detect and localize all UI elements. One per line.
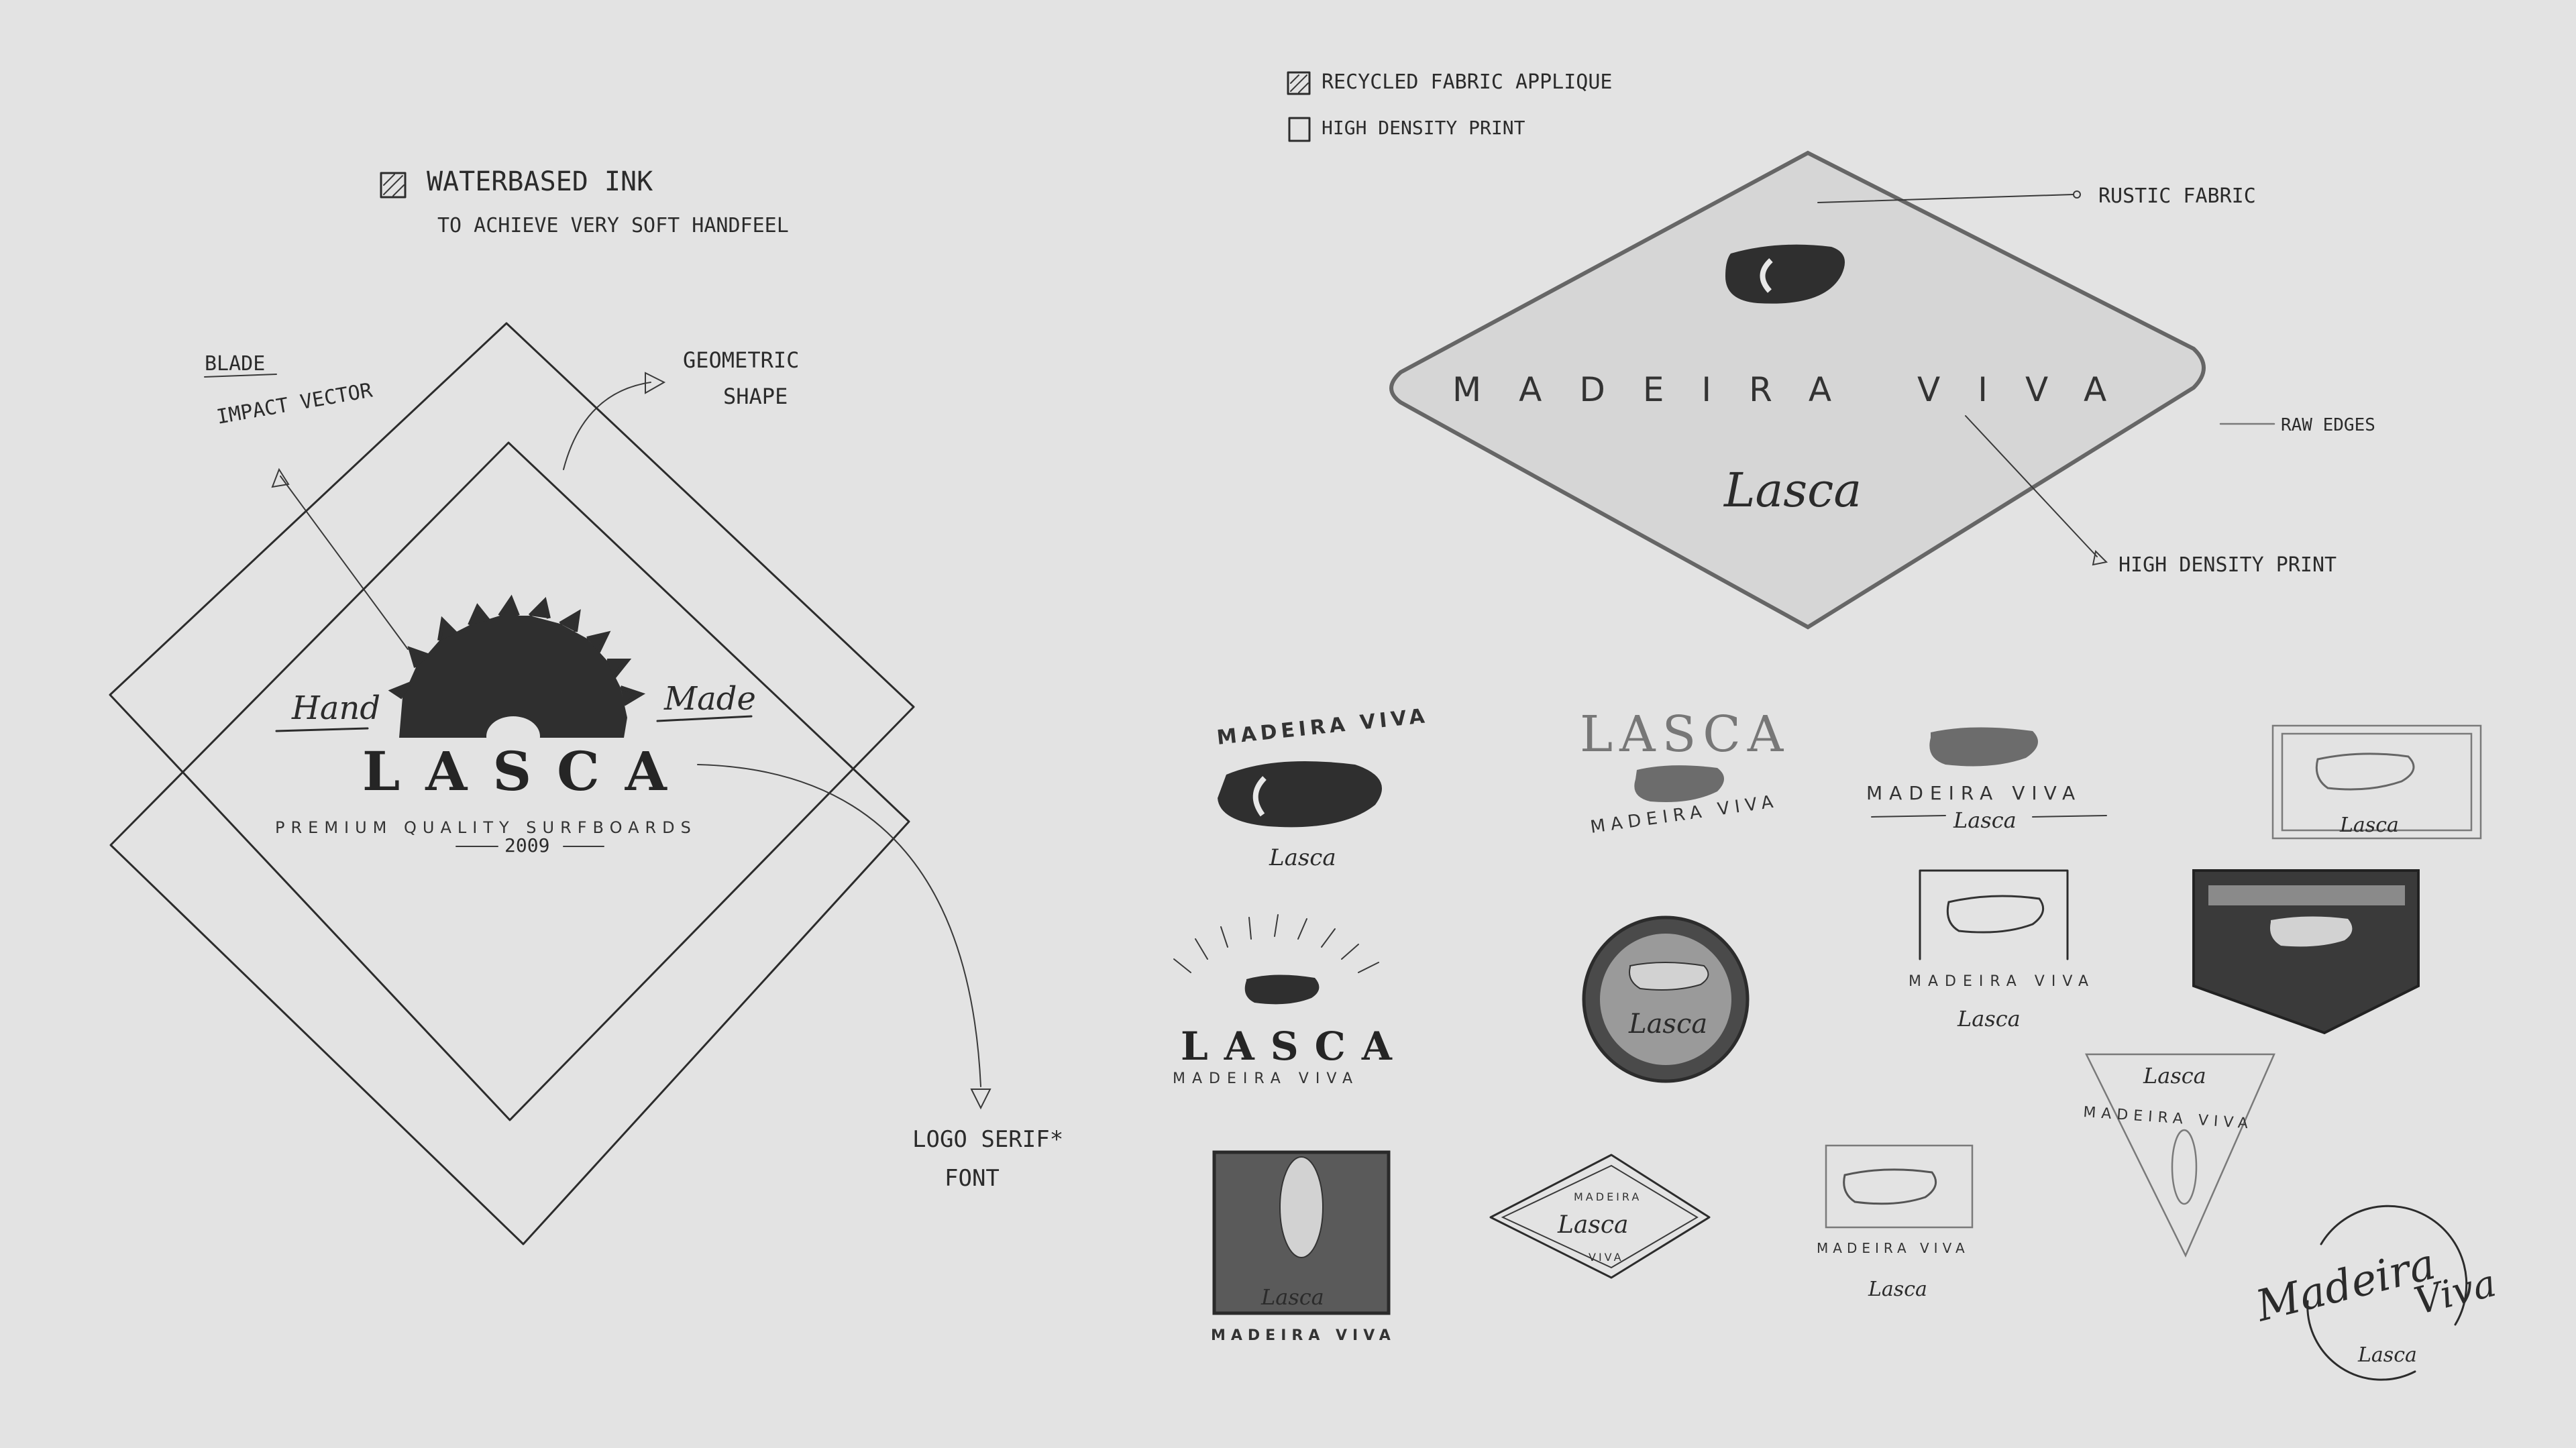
diamond-inner-line [1501, 1164, 1699, 1269]
surfboard-stripe [1252, 776, 1267, 817]
surfboard-outline-icon [2171, 1129, 2198, 1205]
variant-lasca-script-11: Lasca [1557, 1211, 1628, 1239]
variant-madeira-viva-7: MADEIRA VIVA [1909, 973, 2095, 990]
saw-teeth-icon [388, 594, 646, 706]
variant-rect-badge [2271, 724, 2482, 840]
logo-variants: MADEIRA VIVA Lasca LASCA MADEIRA VIVA MA… [1173, 704, 2500, 1381]
variant-madeira-viva-12: MADEIRA VIVA [1817, 1240, 1970, 1256]
variant-madeira-viva-5: MADEIRA VIVA [1173, 1070, 1359, 1087]
hand-underline [275, 727, 369, 732]
variant-madeira-viva-10: MADEIRA VIVA [1211, 1327, 1396, 1344]
serif-arrow-head-icon [970, 1089, 991, 1110]
variant-lasca-script-7: Lasca [1957, 1006, 2021, 1032]
main-logo-hand: Hand [291, 689, 380, 727]
leader-arrow-icon [2092, 549, 2108, 566]
surfboard-icon [1929, 727, 2038, 767]
main-logo-year: 2009 [504, 834, 549, 856]
variant-madeira-small: MADEIRA [1574, 1190, 1642, 1203]
note-raw-edges: RAW EDGES [2281, 415, 2375, 435]
blade-arrow-line [280, 476, 409, 650]
empty-box-icon [1288, 117, 1311, 142]
patch-title: MADEIRA VIVA [1452, 370, 2144, 409]
variant-lasca-script-13: Lasca [2357, 1343, 2417, 1367]
blade-underline [204, 374, 277, 378]
variant-viva-small: VIVA [1589, 1251, 1624, 1264]
checkbox-hatch-icon [1290, 74, 1309, 93]
variant-lasca-script-10: Lasca [1260, 1284, 1324, 1310]
variant-lasca-script-4: Lasca [2339, 814, 2399, 837]
surfboard-stripe [1760, 258, 1773, 293]
checked-box-icon [380, 172, 407, 199]
variant-lasca-script-12: Lasca [1868, 1278, 1927, 1301]
main-logo-made: Made [663, 680, 756, 718]
inner-diamond-shape [109, 441, 910, 1245]
surfboard-outline-icon [1946, 895, 2045, 934]
sun-rays-icon [1173, 914, 1379, 973]
leader-dot-icon [2073, 190, 2081, 199]
note-high-density-print: HIGH DENSITY PRINT [1322, 117, 1525, 139]
variant-circle-inner [1600, 934, 1731, 1065]
variant-lasca-script-1: Lasca [1269, 844, 1336, 871]
main-logo-tagline: PREMIUM QUALITY SURFBOARDS [275, 818, 697, 837]
variant-light-frame [1825, 1144, 1974, 1229]
variant-lasca-script-3: Lasca [1953, 807, 2017, 833]
note-rustic-fabric: RUSTIC FABRIC [2098, 184, 2256, 208]
surfboard-outline-icon [1843, 1168, 1937, 1205]
outer-diamond-shape [109, 322, 915, 1121]
surfboard-icon [1279, 1156, 1324, 1258]
note-waterbased-ink: WATERBASED INK [427, 166, 653, 197]
checkbox-hatch-icon [383, 174, 405, 197]
high-density-leader [1965, 415, 2098, 557]
surfboard-icon [1634, 765, 1724, 802]
surfboard-icon [1244, 974, 1320, 1005]
made-underline [656, 715, 753, 722]
variant-lasca-script-6: Lasca [1628, 1009, 1707, 1040]
saw-blade-icon [399, 616, 627, 738]
surfboard-icon [1725, 244, 1845, 304]
patch-sketch: RECYCLED FABRIC APPLIQUE HIGH DENSITY PR… [1287, 70, 2375, 630]
serif-arrow-curve [697, 764, 981, 1087]
variant-madeira-viva-3: MADEIRA VIVA [1866, 782, 2082, 804]
saw-hub-cutout [486, 716, 540, 757]
rustic-fabric-leader [1817, 194, 2074, 203]
shield-band [2208, 885, 2405, 905]
variant-lasca-serif: LASCA [1181, 1023, 1408, 1069]
variant-circle-script-arc-2 [2306, 1300, 2416, 1381]
note-soft-handfeel: TO ACHIEVE VERY SOFT HANDFEEL [437, 214, 789, 237]
variant-circle-script-arc [2320, 1205, 2468, 1326]
variant-3-lines [1871, 815, 2107, 818]
checked-box-icon [1287, 71, 1311, 95]
variant-lasca-script-9: Lasca [2143, 1063, 2206, 1089]
note-logo-serif: LOGO SERIF* [912, 1126, 1063, 1153]
note-geometric: GEOMETRIC [683, 347, 799, 373]
main-logo-brand: LASCA [362, 740, 692, 803]
blade-arrow-head-icon [271, 467, 290, 488]
variant-diamond-banner [1489, 1154, 1711, 1279]
variant-triangle-badge [2084, 1053, 2275, 1258]
variant-square-frame [1919, 869, 2069, 960]
surfboard-icon [1629, 962, 1709, 991]
patch-diamond-shape [1389, 150, 2206, 630]
patch-script: Lasca [1723, 463, 1862, 518]
surfboard-outline-icon [2315, 753, 2415, 791]
variant-lasca-light: LASCA [1580, 706, 1790, 763]
main-logo-sketch: WATERBASED INK TO ACHIEVE VERY SOFT HAND… [109, 166, 1063, 1245]
note-blade: BLADE [205, 352, 265, 376]
geometric-arrow-head-icon [645, 372, 666, 394]
geometric-arrow-curve [563, 382, 651, 470]
variant-shield-badge [2192, 869, 2420, 1035]
surfboard-icon [2270, 916, 2353, 947]
note-shape: SHAPE [723, 384, 788, 409]
note-font: FONT [945, 1165, 1000, 1192]
variant-rect-inner [2281, 732, 2473, 832]
note-recycled-fabric: RECYCLED FABRIC APPLIQUE [1322, 70, 1612, 94]
note-high-density-print-2: HIGH DENSITY PRINT [2118, 553, 2337, 577]
